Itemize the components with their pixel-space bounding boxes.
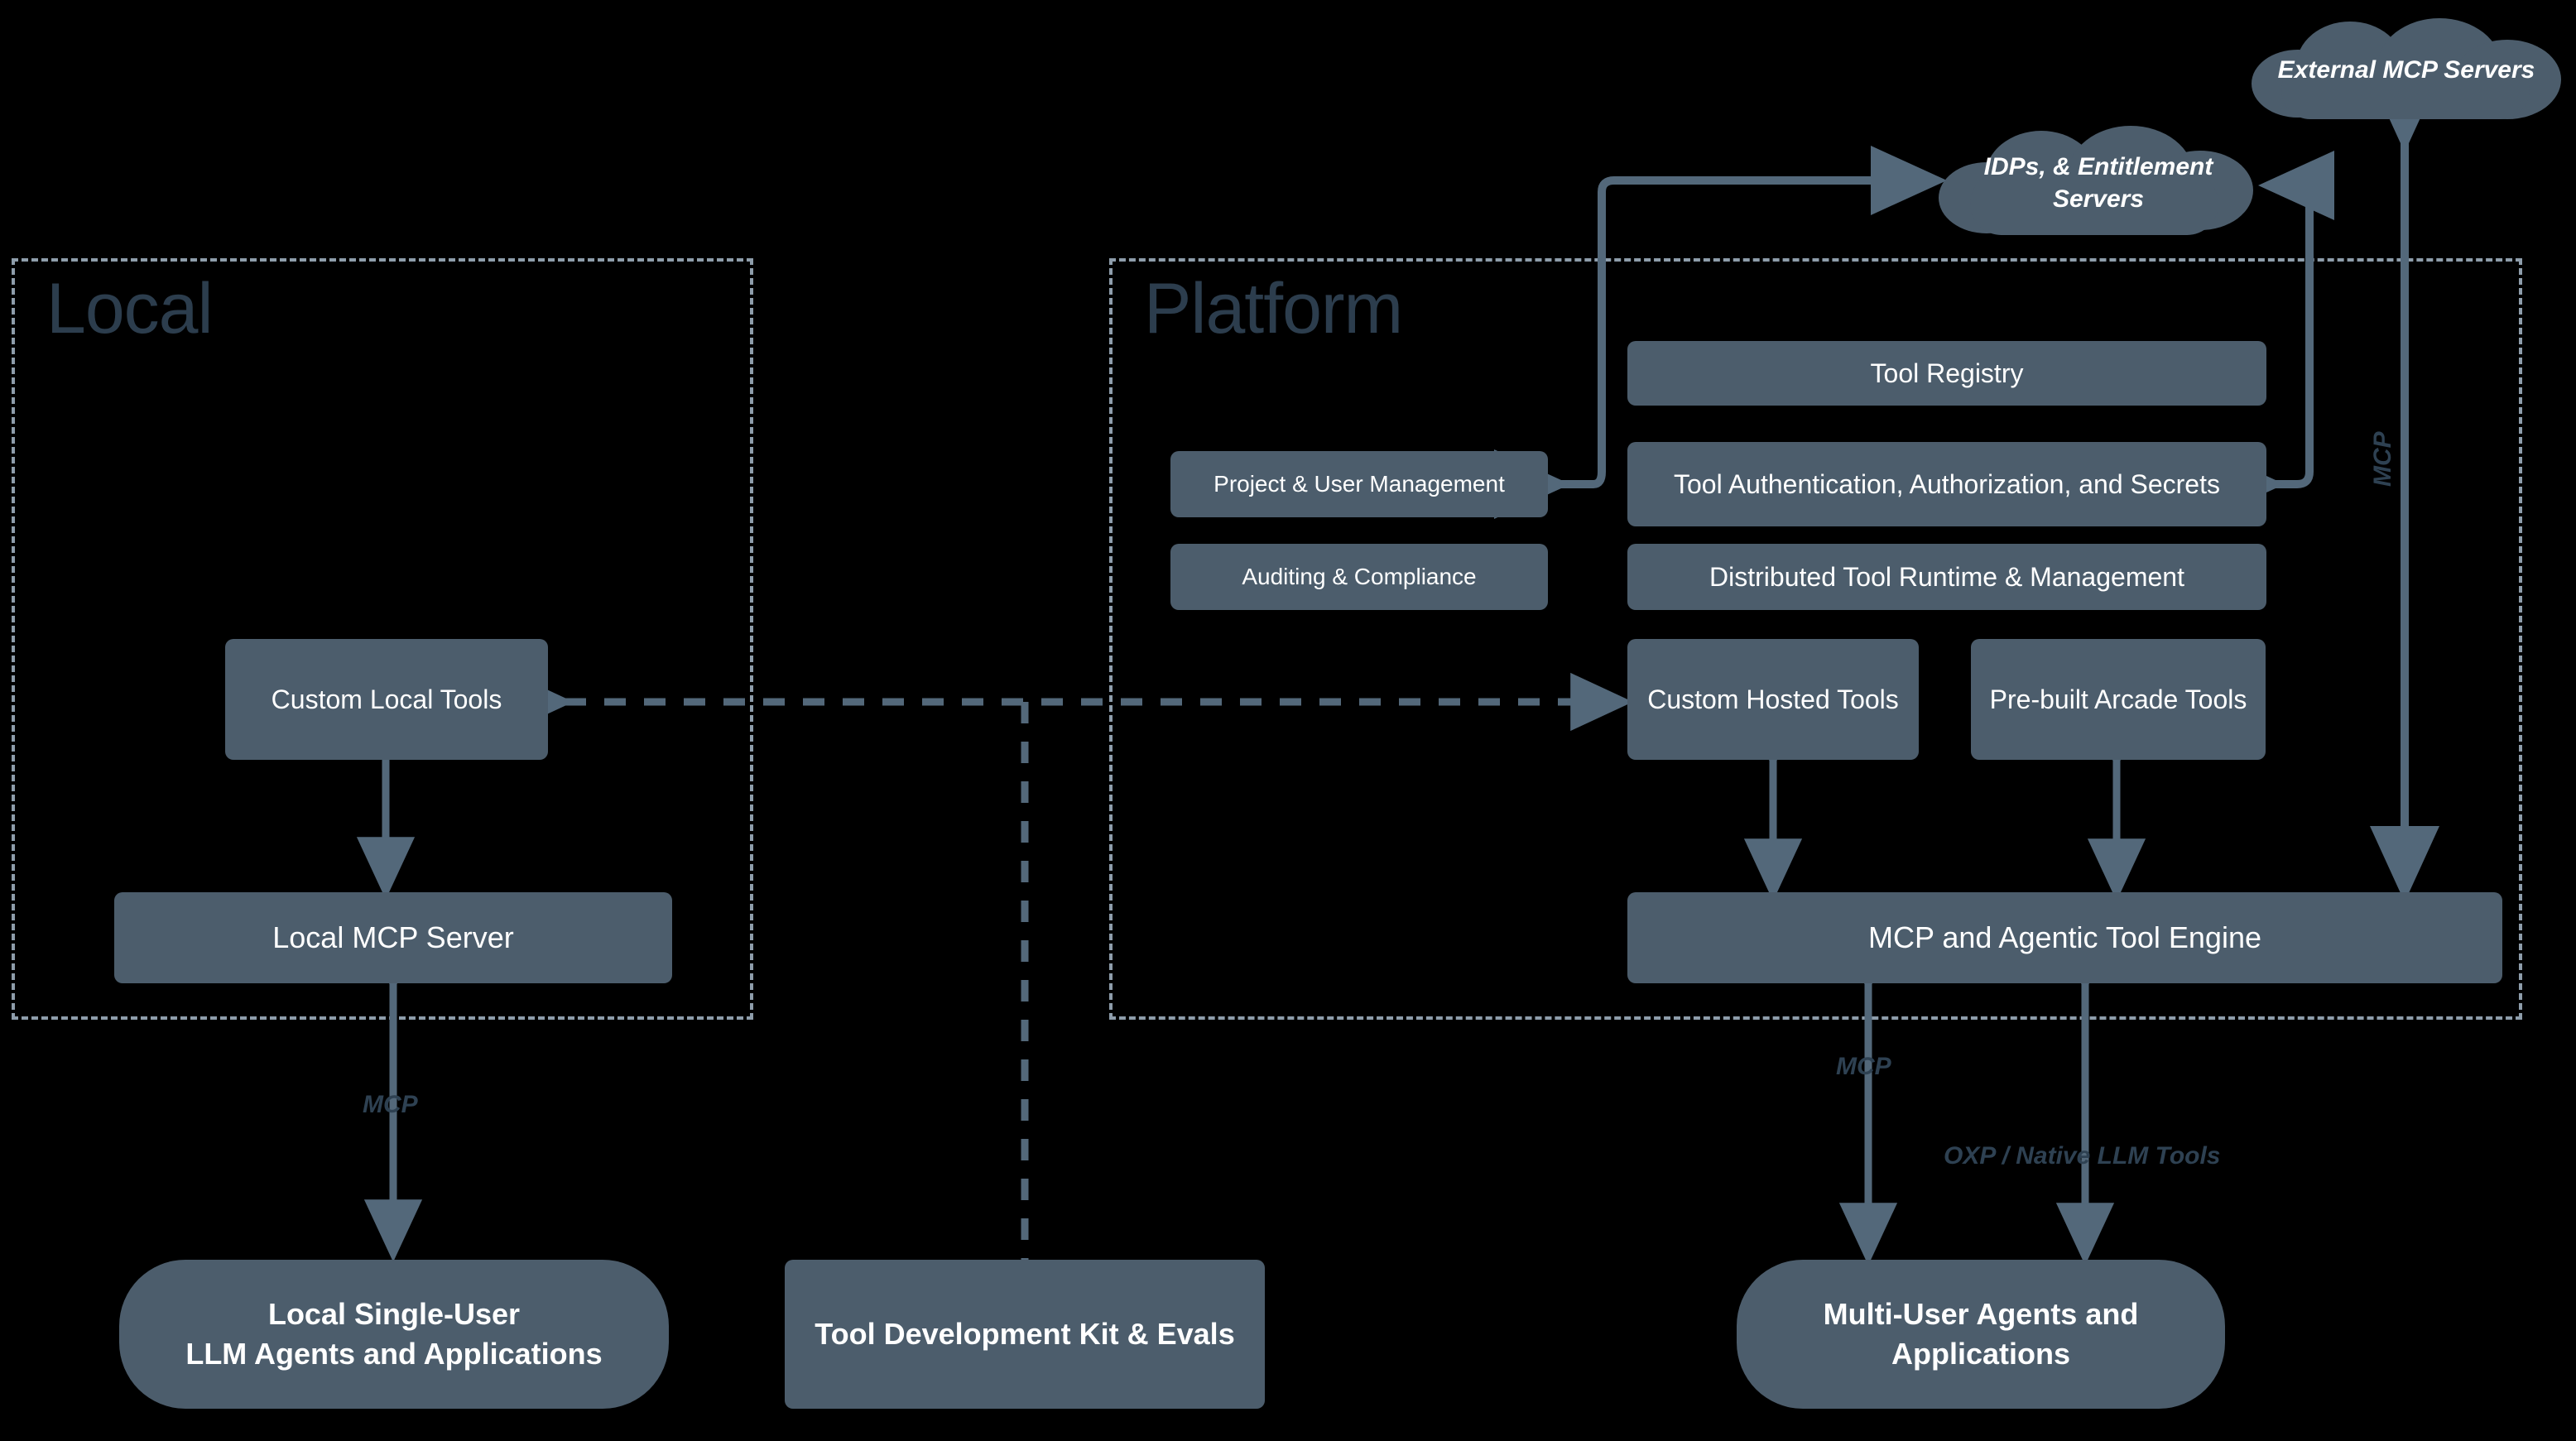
cloud-idps-entitlement-servers: IDPs, & Entitlement Servers (1937, 126, 2260, 240)
edge-label-mcp-external: MCP (2369, 431, 2396, 487)
node-mcp-agentic-tool-engine-label: MCP and Agentic Tool Engine (1868, 920, 2261, 954)
node-distributed-tool-runtime-label: Distributed Tool Runtime & Management (1709, 561, 2184, 592)
node-project-user-management[interactable]: Project & User Management (1170, 451, 1548, 517)
cloud-external-mcp-servers-label: External MCP Servers (2277, 55, 2535, 84)
node-custom-local-tools-label: Custom Local Tools (271, 684, 502, 714)
node-custom-hosted-tools-label: Custom Hosted Tools (1647, 684, 1899, 714)
node-local-mcp-server[interactable]: Local MCP Server (114, 892, 672, 983)
node-distributed-tool-runtime[interactable]: Distributed Tool Runtime & Management (1627, 544, 2266, 610)
node-local-single-user-agents[interactable]: Local Single-User LLM Agents and Applica… (119, 1260, 669, 1409)
node-multi-user-agents[interactable]: Multi-User Agents and Applications (1737, 1260, 2225, 1409)
zone-platform-title: Platform (1144, 269, 1403, 348)
node-local-single-user-agents-line2: LLM Agents and Applications (185, 1337, 603, 1371)
node-custom-local-tools[interactable]: Custom Local Tools (225, 639, 548, 760)
node-multi-user-agents-line1: Multi-User Agents and (1823, 1297, 2139, 1332)
node-tool-development-kit[interactable]: Tool Development Kit & Evals (785, 1260, 1265, 1409)
node-prebuilt-arcade-tools[interactable]: Pre-built Arcade Tools (1971, 639, 2266, 760)
edge-label-mcp-local: MCP (363, 1091, 418, 1118)
node-tool-registry-label: Tool Registry (1870, 358, 2024, 388)
edge-label-mcp-multiuser: MCP (1836, 1053, 1891, 1080)
node-multi-user-agents-line2: Applications (1891, 1337, 2071, 1371)
cloud-external-mcp-servers: External MCP Servers (2245, 18, 2568, 121)
edge-label-oxp-native-llm-tools: OXP / Native LLM Tools (1944, 1142, 2221, 1170)
node-auditing-compliance-label: Auditing & Compliance (1242, 564, 1477, 589)
cloud-idps-entitlement-servers-label: IDPs, & Entitlement Servers (1983, 153, 2213, 213)
node-tool-authentication-label: Tool Authentication, Authorization, and … (1674, 468, 2220, 499)
node-local-mcp-server-label: Local MCP Server (272, 920, 514, 954)
node-project-user-management-label: Project & User Management (1214, 471, 1505, 497)
zone-local-title: Local (46, 269, 214, 348)
node-tool-authentication[interactable]: Tool Authentication, Authorization, and … (1627, 442, 2266, 526)
node-prebuilt-arcade-tools-label: Pre-built Arcade Tools (1989, 684, 2247, 714)
node-tool-registry[interactable]: Tool Registry (1627, 341, 2266, 406)
node-custom-hosted-tools[interactable]: Custom Hosted Tools (1627, 639, 1919, 760)
node-mcp-agentic-tool-engine[interactable]: MCP and Agentic Tool Engine (1627, 892, 2502, 983)
node-tool-development-kit-label: Tool Development Kit & Evals (815, 1317, 1235, 1351)
node-local-single-user-agents-line1: Local Single-User (267, 1297, 521, 1332)
node-auditing-compliance[interactable]: Auditing & Compliance (1170, 544, 1548, 610)
